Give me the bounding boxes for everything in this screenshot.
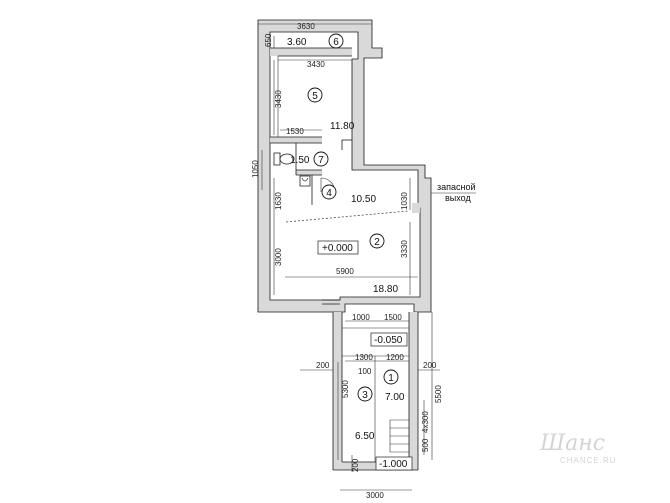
outer-wall-band <box>258 20 431 312</box>
dim-stair-100: 100 <box>358 367 372 376</box>
room-3-marker: 3 <box>357 386 373 402</box>
svg-text:2: 2 <box>374 237 380 248</box>
dim-stair-5300: 5300 <box>341 380 350 398</box>
toilet-icon <box>273 152 295 166</box>
zone-divider <box>285 210 409 223</box>
svg-text:-0.050: -0.050 <box>374 335 403 346</box>
dim-stair-5500: 5500 <box>434 385 443 403</box>
dim-stair-200-bottom: 200 <box>351 458 360 472</box>
dim-stair-200-left: 200 <box>316 361 330 370</box>
dim-bottom-width: 3000 <box>366 491 384 500</box>
room-4-area: 10.50 <box>351 194 376 205</box>
room-6-area: 3.60 <box>287 37 307 48</box>
room-1-area: 7.00 <box>385 392 405 403</box>
dim-left-1050: 1050 <box>251 160 260 178</box>
svg-text:4: 4 <box>326 188 332 199</box>
exit-label-line2: выход <box>445 193 471 203</box>
dim-stair-500: 500 <box>421 438 430 452</box>
svg-text:7: 7 <box>318 155 324 166</box>
dim-stair-1500: 1500 <box>384 313 402 322</box>
dim-stair-1200: 1200 <box>386 353 404 362</box>
level-main: +0.000 <box>317 240 359 255</box>
exit-label-line1: запасной <box>437 182 476 192</box>
wall-room6-room5 <box>270 48 352 56</box>
room-5-area: 11.80 <box>330 121 355 132</box>
svg-text:3: 3 <box>362 390 368 401</box>
dim-room2-depth-right: 3330 <box>400 240 409 258</box>
stairwell <box>332 312 419 471</box>
wall-room7-room4 <box>296 170 322 175</box>
dim-room6-depth: 650 <box>264 33 273 47</box>
dimension-lines <box>258 23 476 491</box>
dim-stair-1000: 1000 <box>352 313 370 322</box>
svg-text:5: 5 <box>312 91 318 102</box>
svg-text:1: 1 <box>388 373 394 384</box>
room-5-marker: 5 <box>307 87 323 103</box>
dim-room4-right: 1030 <box>400 192 409 210</box>
dim-stair-200-right: 200 <box>423 361 437 370</box>
dim-room2-width: 5900 <box>336 267 354 276</box>
svg-text:+0.000: +0.000 <box>322 243 353 254</box>
dim-room4-depth: 1630 <box>274 192 283 210</box>
room-7-marker: 7 <box>313 151 329 167</box>
svg-text:6: 6 <box>333 37 339 48</box>
dim-stair-1300: 1300 <box>355 353 373 362</box>
watermark-logo: Шанс <box>539 431 605 456</box>
level-bottom: -1.000 <box>375 456 413 471</box>
room-6-marker: 6 <box>328 33 344 49</box>
dim-room5-depth: 3430 <box>274 90 283 108</box>
outer-wall-outline <box>257 19 432 313</box>
dim-room7-width: 1530 <box>286 127 304 136</box>
dim-room2-depth-left: 3000 <box>274 248 283 266</box>
dim-steps: 4x300 <box>421 411 430 433</box>
room-2-area: 18.80 <box>373 284 398 295</box>
wall-room5-room7 <box>270 137 322 143</box>
dim-top-width: 3630 <box>297 22 315 31</box>
dim-room5-width: 3430 <box>307 60 325 69</box>
room-7-area: 1.50 <box>290 155 310 166</box>
watermark-site: CHANCE.RU <box>560 456 617 465</box>
room-4-marker: 4 <box>321 184 337 200</box>
level-landing: -0.050 <box>370 332 408 347</box>
sink-icon <box>299 175 311 187</box>
room-2-marker: 2 <box>369 233 385 249</box>
svg-text:-1.000: -1.000 <box>379 459 408 470</box>
room-1-marker: 1 <box>383 369 399 385</box>
room-3-area: 6.50 <box>355 431 375 442</box>
